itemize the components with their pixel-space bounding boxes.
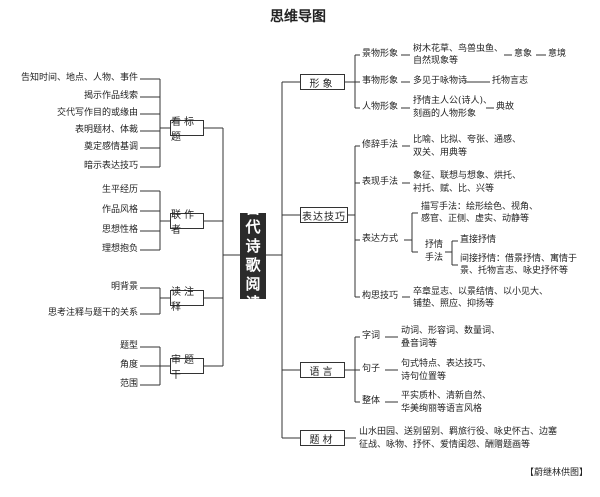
text-structure-1: 卒章显志、以景结情、以小见大、 — [413, 287, 549, 297]
leaf-author-4: 理想抱负 — [101, 244, 138, 254]
label-thing-image: 事物形象 — [362, 76, 399, 86]
text-scene-2: 自然现象等 — [413, 56, 459, 66]
label-lyric-2: 手法 — [425, 253, 444, 263]
text-direct-lyric: 直接抒情 — [460, 235, 497, 245]
text-describe-1: 描写手法：绘形绘色、视角、 — [421, 202, 539, 212]
text-person-result: 典故 — [496, 102, 515, 112]
page-title: 思维导图 — [270, 9, 326, 25]
leaf-author-3: 思想性格 — [101, 225, 138, 235]
text-yixiang: 意象 — [514, 49, 533, 59]
text-whole-1: 平实质朴、清新自然、 — [401, 391, 492, 401]
node-check-question: 审题干 — [170, 355, 204, 381]
leaf-look-title-1: 告知时间、地点、人物、事件 — [20, 73, 138, 83]
text-expression-2: 衬托、赋、比、兴等 — [413, 184, 495, 194]
text-thing: 多见于咏物诗 — [413, 76, 468, 86]
leaf-question-3: 范围 — [119, 379, 138, 389]
text-rhetoric-2: 双关、用典等 — [413, 148, 468, 158]
node-image: 形象 — [300, 74, 345, 90]
node-language: 语言 — [300, 362, 345, 378]
text-person-1: 抒情主人公(诗人)、 — [413, 96, 493, 106]
leaf-author-2: 作品风格 — [101, 205, 138, 215]
text-structure-2: 铺垫、照应、抑扬等 — [413, 299, 495, 309]
leaf-look-title-4: 表明题材、体裁 — [74, 125, 138, 135]
central-char: 读 — [245, 294, 261, 312]
image-credit: 【蔚继林供图】 — [524, 468, 588, 478]
leaf-question-2: 角度 — [119, 360, 138, 370]
leaf-look-title-3: 交代写作目的或缘由 — [56, 108, 138, 118]
leaf-notes-2: 思考注释与题干的关系 — [47, 308, 138, 318]
label-person-image: 人物形象 — [362, 102, 399, 112]
central-char: 代 — [245, 218, 261, 236]
text-theme-1: 山水田园、送别留别、羁旅行役、咏史怀古、边塞 — [359, 427, 558, 437]
text-rhetoric-1: 比喻、比拟、夸张、通感、 — [413, 135, 522, 145]
text-theme-2: 征战、咏物、抒怀、爱情闺怨、酬赠题画等 — [359, 440, 531, 450]
central-char: 阅 — [245, 275, 261, 293]
text-thing-result: 托物言志 — [492, 76, 529, 86]
leaf-look-title-6: 暗示表达技巧 — [83, 161, 138, 171]
central-char: 歌 — [245, 256, 261, 274]
text-describe-2: 感官、正侧、虚实、动静等 — [421, 214, 530, 224]
label-structure: 构思技巧 — [362, 291, 399, 301]
node-know-author: 联作者 — [170, 210, 204, 236]
text-scene-1: 树木花草、鸟兽虫鱼、 — [413, 44, 504, 54]
label-sentence: 句子 — [362, 364, 381, 374]
label-rhetoric: 修辞手法 — [362, 140, 399, 150]
text-person-2: 刻画的人物形象 — [413, 109, 477, 119]
label-lyric-1: 抒情 — [425, 240, 444, 250]
text-word-2: 叠音词等 — [401, 339, 438, 349]
leaf-notes-1: 明背景 — [110, 282, 138, 292]
text-sentence-2: 诗句位置等 — [401, 372, 447, 382]
text-expression-1: 象征、联想与想象、烘托、 — [413, 171, 522, 181]
node-theme: 题材 — [300, 430, 345, 446]
label-whole: 整体 — [362, 396, 381, 406]
text-indirect-1: 间接抒情：借景抒情、寓情于 — [460, 254, 578, 264]
text-word-1: 动词、形容词、数量词、 — [401, 326, 501, 336]
central-topic: 古 代 诗 歌 阅 读 — [240, 199, 266, 312]
label-expression: 表现手法 — [362, 177, 399, 187]
text-sentence-1: 句式特点、表达技巧、 — [401, 359, 492, 369]
central-char: 诗 — [245, 237, 261, 255]
leaf-question-1: 题型 — [119, 341, 138, 351]
text-whole-2: 华美绚丽等语言风格 — [401, 404, 483, 414]
node-read-notes: 读注释 — [170, 287, 204, 313]
central-char: 古 — [245, 199, 261, 217]
node-technique: 表达技巧 — [300, 207, 348, 223]
text-indirect-2: 景、托物言志、咏史抒怀等 — [460, 266, 569, 276]
label-expression-method: 表达方式 — [362, 234, 399, 244]
label-scene-image: 景物形象 — [362, 49, 399, 59]
leaf-author-1: 生平经历 — [101, 185, 138, 195]
text-yijing: 意境 — [548, 49, 567, 59]
node-look-title: 看标题 — [170, 117, 204, 143]
leaf-look-title-5: 奠定感情基调 — [83, 142, 138, 152]
label-word: 字词 — [362, 331, 381, 341]
leaf-look-title-2: 揭示作品线索 — [83, 91, 138, 101]
